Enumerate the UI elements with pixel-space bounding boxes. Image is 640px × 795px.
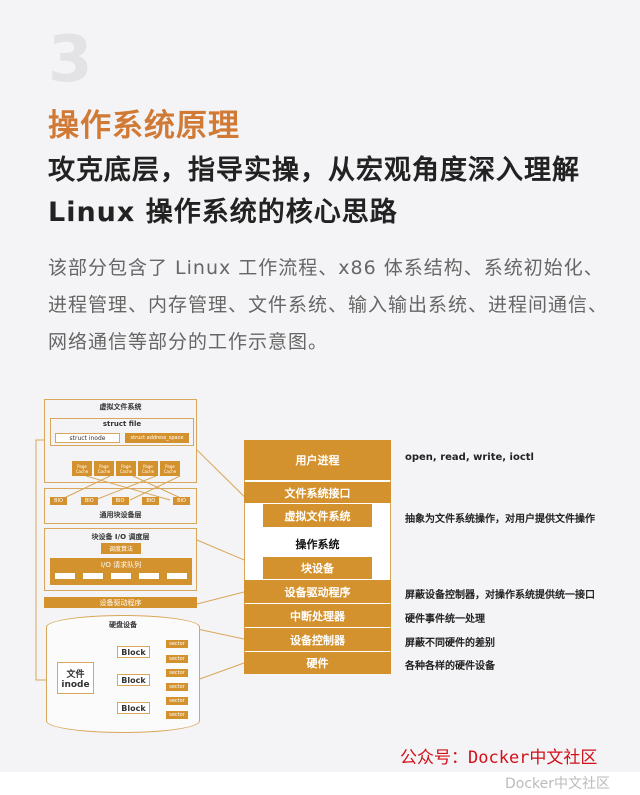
bio: BIO [142, 497, 160, 505]
page-cache: Page Cache [116, 461, 136, 476]
generic-block-label: 通用块设备层 [99, 511, 142, 519]
section-number: 3 [48, 23, 93, 97]
disk-label: 硬盘设备 [109, 621, 137, 629]
generic-block-box [44, 488, 197, 524]
desc-hardware: 各种各样的硬件设备 [405, 661, 495, 672]
stack-controller: 设备控制器 [244, 628, 391, 651]
block: Block [117, 646, 150, 658]
footer-account: 公众号：Docker中文社区 [400, 748, 598, 768]
watermark: Docker中文社区 [505, 776, 611, 792]
desc-driver: 屏蔽设备控制器，对操作系统提供统一接口 [405, 590, 595, 601]
block: Block [117, 674, 150, 686]
stack-driver: 设备驱动程序 [244, 580, 391, 603]
io-sched-box [44, 528, 197, 591]
desc-vfs: 抽象为文件系统操作，对用户提供文件操作 [405, 514, 595, 525]
stack-os-label: 操作系统 [295, 538, 340, 551]
stack-hardware: 硬件 [244, 652, 391, 674]
sector: sector [166, 669, 188, 677]
subtitle: 攻克底层，指导实操，从宏观角度深入理解 Linux 操作系统的核心思路 [48, 155, 580, 228]
struct-address-space: struct address_space [125, 433, 189, 443]
sector: sector [166, 640, 188, 648]
sector: sector [166, 655, 188, 663]
struct-inode: struct inode [55, 433, 120, 443]
desc-controller: 屏蔽不同硬件的差别 [405, 638, 495, 649]
vfs-label: 虚拟文件系统 [99, 403, 142, 411]
io-queue-slots [55, 573, 187, 579]
desc-irq: 硬件事件统一处理 [405, 614, 485, 625]
struct-file-box [50, 418, 194, 446]
driver-bar: 设备驱动程序 [44, 597, 197, 608]
bio: BIO [50, 497, 67, 505]
bio: BIO [173, 497, 190, 505]
sector: sector [166, 711, 188, 719]
io-queue-box [50, 558, 192, 585]
page-cache: Page Cache [138, 461, 158, 476]
stack-block-device: 块设备 [263, 557, 372, 579]
struct-file-label: struct file [102, 420, 142, 428]
stack-fs-interface: 文件系统接口 [244, 482, 391, 503]
page-cache: Page Cache [94, 461, 114, 476]
sector: sector [166, 697, 188, 705]
vfs-box [44, 399, 197, 483]
block: Block [117, 702, 150, 714]
file-inode: 文件 inode [57, 662, 94, 694]
page-cache: Page Cache [160, 461, 180, 476]
description: 该部分包含了 Linux 工作流程、x86 体系结构、系统初始化、进程管理、内存… [48, 257, 609, 353]
bio: BIO [80, 497, 98, 505]
sector: sector [166, 683, 188, 691]
bio: BIO [111, 497, 129, 505]
stack-user-process: 用户进程 [244, 440, 391, 480]
section-title: 操作系统原理 [48, 108, 240, 144]
page-cache: Page Cache [72, 461, 92, 476]
io-sched-label: 块设备 I/O 调度层 [91, 533, 150, 541]
stack-irq: 中断处理器 [244, 604, 391, 627]
sched-algo: 调度算法 [101, 543, 141, 554]
stack-vfs: 虚拟文件系统 [263, 504, 372, 527]
footer-strip [0, 772, 640, 795]
bio-row: BIO BIO BIO BIO BIO [50, 497, 190, 505]
page-cache-row: Page Cache Page Cache Page Cache Page Ca… [72, 461, 180, 476]
desc-user-process: open, read, write, ioctl [405, 452, 534, 463]
io-queue-label: I/O 请求队列 [100, 561, 142, 569]
